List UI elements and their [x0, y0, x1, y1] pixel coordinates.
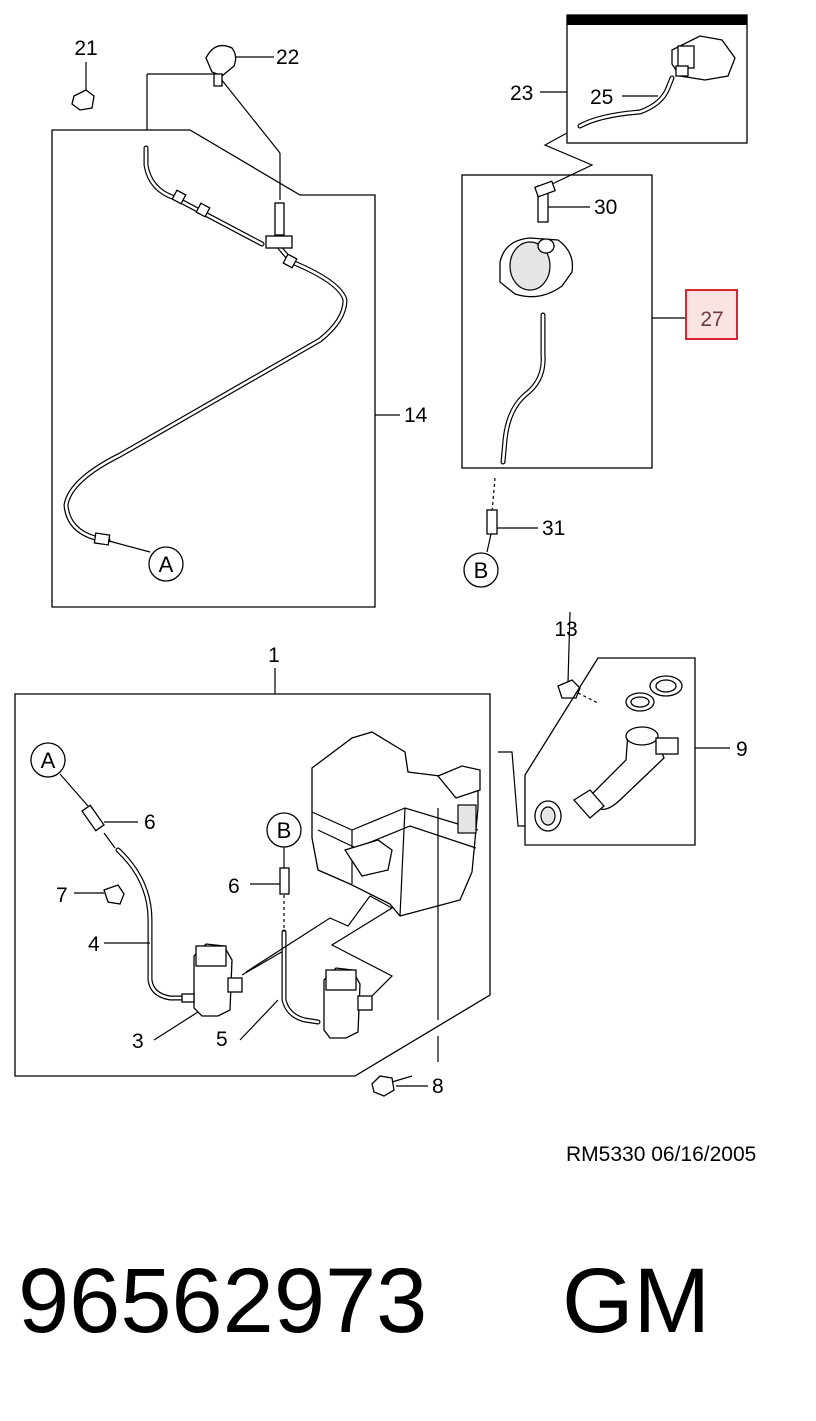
- callout-14: 14: [404, 404, 428, 427]
- inset-header-bar: [567, 15, 747, 25]
- bolt-8: [371, 1075, 395, 1097]
- hose-assembly-frame: [51, 129, 376, 608]
- highlight-box-27[interactable]: [685, 289, 738, 340]
- callout-7: 7: [56, 884, 68, 907]
- connector-6b: [279, 867, 290, 895]
- t-connector: [274, 202, 285, 236]
- connector-a-upper: [148, 546, 184, 582]
- inset-frame: [566, 14, 748, 144]
- callout-4: 4: [88, 933, 100, 956]
- leader-22-bracket: [146, 73, 281, 154]
- hose-joint: [171, 189, 187, 205]
- part-number: 96562973: [18, 1250, 427, 1352]
- callout-27: 27: [700, 308, 723, 331]
- nozzle-hose: [500, 312, 546, 465]
- connector-b-upper: [463, 552, 499, 588]
- bolt-13: [557, 679, 581, 699]
- clip-21: [71, 89, 95, 111]
- callout-8: 8: [432, 1075, 444, 1098]
- connector-a-upper-label: A: [159, 552, 174, 577]
- nozzle-assembly-group: 27 B 23 25 30 31: [461, 14, 748, 588]
- reservoir-frame: [14, 693, 491, 1077]
- hose-assembly-group: A 21 22 14: [51, 37, 428, 608]
- callout-22: 22: [276, 46, 299, 69]
- callout-6-right: 6: [228, 875, 240, 898]
- neck-sleeve: [573, 789, 605, 819]
- filler-neck-group: 13 9: [498, 611, 748, 846]
- callout-6-left: 6: [144, 811, 156, 834]
- callout-3: 3: [132, 1030, 144, 1053]
- callout-23: 23: [510, 82, 533, 105]
- nozzle-assembly-frame: [461, 174, 653, 469]
- reservoir-group: A B: [14, 644, 491, 1098]
- callout-30: 30: [594, 196, 617, 219]
- connector-31: [486, 509, 498, 535]
- clip-7: [103, 884, 125, 905]
- connector-6a: [81, 804, 105, 832]
- reservoir-neck: [436, 765, 481, 799]
- connector-a-lower: [30, 742, 66, 778]
- washer-nozzle-22: [205, 44, 237, 77]
- hose-joint: [282, 253, 298, 269]
- brand-label: GM: [562, 1250, 710, 1352]
- filler-neck-frame: [524, 657, 696, 846]
- reservoir-tank: [311, 731, 479, 917]
- callout-31: 31: [542, 517, 565, 540]
- hose-4: [115, 847, 189, 1001]
- drawing-reference: RM5330 06/16/2005: [566, 1143, 756, 1166]
- callout-9: 9: [736, 738, 748, 761]
- callout-5: 5: [216, 1028, 228, 1051]
- hose-joint: [195, 202, 211, 218]
- connector-b-lower-label: B: [277, 818, 292, 843]
- pump-mount: [343, 839, 393, 877]
- connector-a-lower-label: A: [41, 748, 56, 773]
- callout-1: 1: [268, 644, 280, 667]
- connector-b-upper-label: B: [474, 558, 489, 583]
- callout-25: 25: [590, 86, 613, 109]
- callout-13: 13: [554, 618, 577, 641]
- callout-21: 21: [74, 37, 97, 60]
